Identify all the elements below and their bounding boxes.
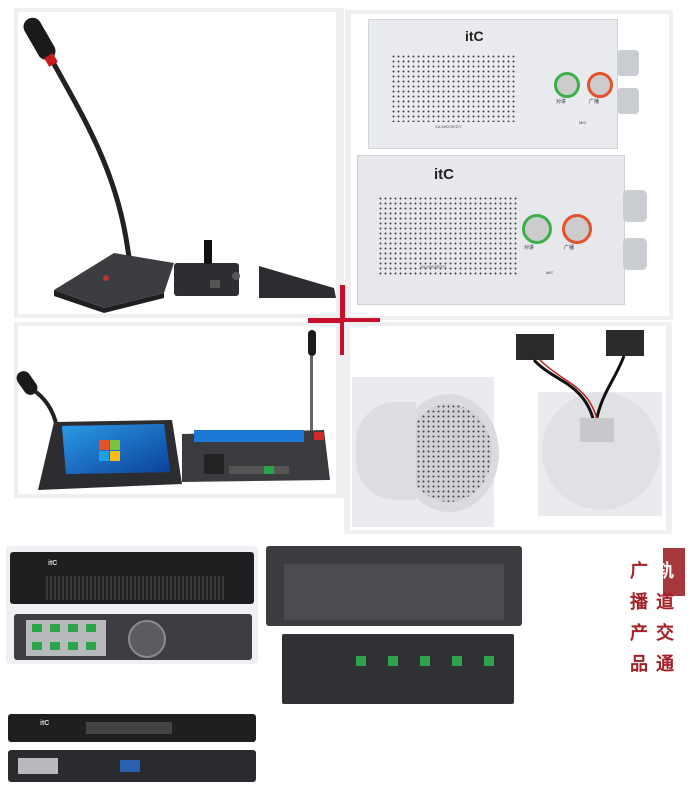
green-terminal-3	[68, 624, 78, 632]
side-char: 通	[656, 654, 674, 674]
green-terminal-5	[32, 642, 42, 650]
accent-block	[663, 548, 685, 596]
green-terminal-4	[86, 624, 96, 632]
touch-console-image	[16, 330, 330, 490]
network-back-terminals	[18, 758, 58, 774]
speaker-grille-round	[406, 404, 492, 502]
broadcast-button-large	[562, 214, 592, 244]
broadcast-label-large: 广播	[564, 245, 575, 251]
side-text-col1: 广 播 产 品	[629, 556, 649, 680]
panel-ceiling-speakers	[344, 322, 672, 534]
panel-speaker-boxes: itC XA-6000SEDY 对讲 广播 MIC itC XA-6000SED…	[345, 10, 673, 320]
side-char: 广	[630, 561, 648, 581]
matrix-port-2	[388, 656, 398, 666]
green-terminal-6	[50, 642, 60, 650]
cable-gland-bottom	[617, 88, 639, 114]
panel-gooseneck-mic	[14, 8, 344, 318]
speaker-box-large: itC XA-6000SEDY 对讲 广播 MIC	[357, 155, 625, 305]
terminal-block-right	[606, 330, 644, 356]
side-char: 道	[656, 592, 674, 612]
matrix-rack-back	[282, 634, 514, 704]
matrix-port-5	[484, 656, 494, 666]
matrix-port-3	[420, 656, 430, 666]
cooling-fan	[128, 620, 166, 658]
side-text-col2: 轨 道 交 通	[655, 556, 675, 680]
green-terminal-8	[86, 642, 96, 650]
speaker-back-dome	[542, 392, 660, 510]
cable-gland-top	[617, 50, 639, 76]
brand-logo-large: itC	[434, 166, 454, 183]
matrix-panel	[284, 564, 504, 620]
cable-gland-large-bottom	[623, 238, 647, 270]
vga-port	[120, 760, 140, 772]
panel-touch-consoles	[14, 322, 344, 498]
speaker-grille-large	[378, 196, 518, 276]
side-char: 播	[630, 592, 648, 612]
side-char: 轨	[656, 561, 674, 581]
brand-logo: itC	[465, 28, 484, 44]
matrix-port-1	[356, 656, 366, 666]
red-cross-horizontal	[308, 318, 380, 323]
matrix-port-4	[452, 656, 462, 666]
model-label-large: XA-6000SEDY	[420, 264, 447, 269]
model-label: XA-6000SEDY	[435, 124, 462, 129]
side-char: 交	[656, 623, 674, 643]
speaker-back-box	[580, 418, 614, 442]
green-terminal-1	[32, 624, 42, 632]
amplifier-vent	[44, 576, 224, 600]
green-terminal-2	[50, 624, 60, 632]
speaker-grille	[391, 54, 516, 122]
cable-gland-large-top	[623, 190, 647, 222]
speaker-box-small: itC XA-6000SEDY 对讲 广播 MIC	[368, 19, 618, 149]
broadcast-button	[587, 72, 613, 98]
speaker-can	[356, 402, 416, 500]
talk-button-large	[522, 214, 552, 244]
talk-label-large: 对讲	[524, 245, 535, 251]
green-terminal-7	[68, 642, 78, 650]
talk-label: 对讲	[556, 99, 567, 105]
network-ports	[86, 722, 172, 734]
terminal-block-left	[516, 334, 554, 360]
side-char: 品	[630, 654, 648, 674]
talk-button	[554, 72, 580, 98]
broadcast-label: 广播	[589, 99, 600, 105]
mic-label-large: MIC	[546, 270, 554, 275]
amplifier-logo: itC	[48, 560, 58, 567]
gooseneck-microphone-image	[23, 17, 336, 313]
network-unit-logo: itC	[40, 720, 50, 727]
mic-label: MIC	[579, 120, 587, 125]
side-char: 产	[630, 623, 648, 643]
speaker-cables	[532, 355, 626, 423]
